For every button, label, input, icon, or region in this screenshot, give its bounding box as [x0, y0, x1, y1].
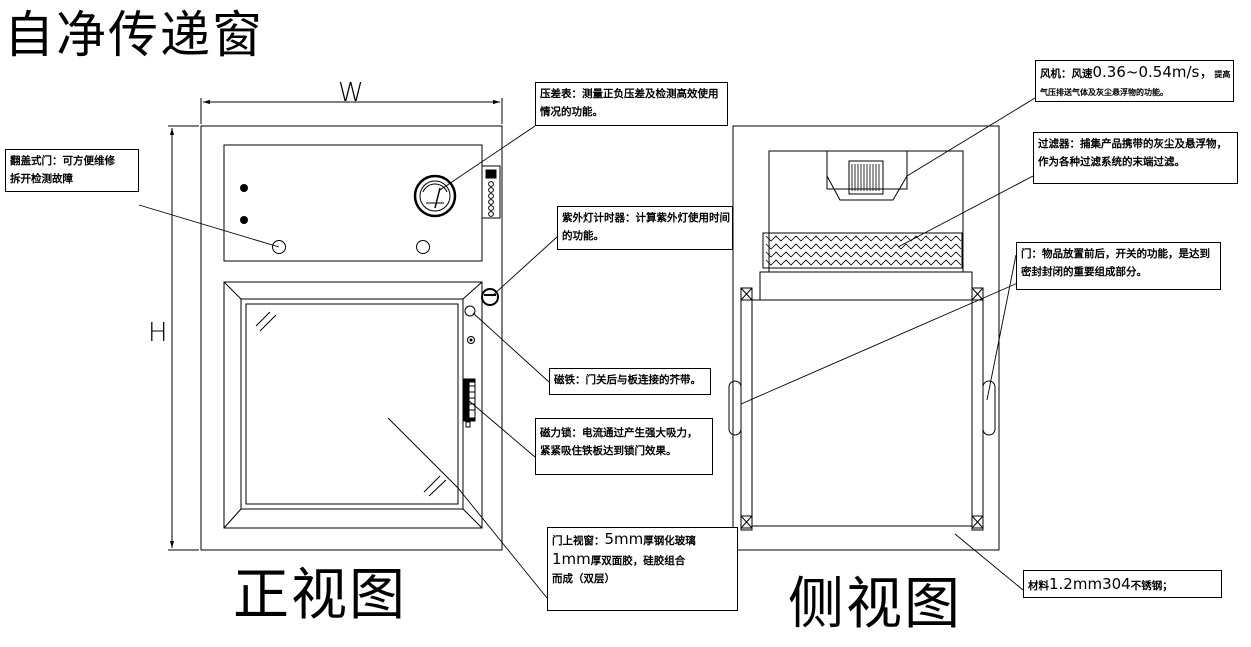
note-pressure-gauge: 压差表：测量正负压差及检测高效使用 情况的功能。 [535, 82, 728, 126]
drawing-title: 自净传递窗 [4, 6, 264, 64]
side-left-door [728, 287, 753, 531]
note-fan-line1-prefix: 风机：风速 [1040, 68, 1093, 80]
uv-timer-knob [481, 288, 499, 306]
note-flip-door-line2: 拆开检测故障 [10, 173, 73, 185]
note-magnetic-lock: 磁力锁：电流通过产生强大吸力， 紧紧吸住铁板达到锁门效果。 [535, 418, 713, 475]
note-material-big: 1.2mm304 [1049, 575, 1131, 593]
note-material-prefix: 材料 [1028, 580, 1049, 592]
note-flip-door-line1: 翻盖式门：可方便维修 [10, 155, 115, 167]
note-window-line1-suffix: 厚钢化玻璃 [643, 535, 696, 547]
front-door [223, 281, 483, 529]
note-door-line1: 门：物品放置前后，开关的功能，是达到 [1021, 248, 1210, 260]
note-fan-line1-tiny: 提高 [1214, 70, 1231, 79]
note-mag-lock-line2: 紧紧吸住铁板达到锁门效果。 [540, 445, 677, 457]
note-door: 门：物品放置前后，开关的功能，是达到 密封封闭的重要组成部分。 [1016, 242, 1221, 290]
note-flip-door: 翻盖式门：可方便维修 拆开检测故障 [5, 149, 139, 192]
magnetic-lock [462, 378, 476, 428]
note-uv-timer-line1: 紫外灯计时器：计算紫外灯使用时间 [562, 212, 730, 224]
front-view-title: 正视图 [233, 563, 407, 628]
note-mag-lock-line1: 磁力锁：电流通过产生强大吸力， [540, 427, 698, 439]
note-view-window: 门上视窗：5mm厚钢化玻璃 1mm厚双面胶，硅胶组合 而成（双层） [547, 527, 738, 611]
note-gauge-line1: 压差表：测量正负压差及检测高效使用 [540, 88, 719, 100]
note-filter: 过滤器：捕集产品携带的灰尘及悬浮物， 作为各种过滤系统的末端过滤。 [1033, 132, 1238, 184]
note-magnet: 磁铁：门关后与板连接的芥带。 [549, 368, 711, 395]
note-window-line2-big: 1mm [552, 550, 591, 568]
note-gauge-line2: 情况的功能。 [540, 106, 603, 118]
note-window-line2: 1mm厚双面胶，硅胶组合 [552, 550, 733, 570]
side-view-drawing [728, 125, 1000, 551]
note-window-line1-prefix: 门上视窗： [552, 535, 605, 547]
front-view-drawing [168, 98, 503, 551]
uv-timer-panel [481, 165, 501, 219]
magnet-icon [464, 305, 476, 317]
note-fan-line2: 气压排送气体及灰尘悬浮物的功能。 [1040, 88, 1168, 97]
note-window-line1-big: 5mm [604, 530, 644, 548]
leader-lines [138, 97, 1036, 599]
note-material: 材料1.2mm304不锈钢； [1023, 570, 1222, 598]
fan-unit [826, 150, 908, 201]
note-fan-line1: 风机：风速0.36~0.54m/s，提高 [1040, 63, 1231, 84]
note-material-suffix: 不锈钢； [1130, 580, 1173, 592]
pressure-gauge [413, 174, 457, 218]
note-uv-timer-line2: 的功能。 [562, 230, 604, 242]
indicator-icon [467, 336, 475, 344]
note-window-line1: 门上视窗：5mm厚钢化玻璃 [552, 530, 733, 550]
note-filter-line1: 过滤器：捕集产品携带的灰尘及悬浮物， [1038, 138, 1227, 150]
side-right-door [971, 287, 996, 531]
note-fan: 风机：风速0.36~0.54m/s，提高 气压排送气体及灰尘悬浮物的功能。 [1035, 60, 1234, 102]
note-filter-line2: 作为各种过滤系统的末端过滤。 [1038, 156, 1185, 168]
hepa-filter [762, 232, 963, 269]
note-magnet-line1: 磁铁：门关后与板连接的芥带。 [554, 374, 701, 386]
height-dimension-label: H [148, 318, 168, 348]
note-door-line2: 密封封闭的重要组成部分。 [1021, 266, 1147, 278]
note-material-line: 材料1.2mm304不锈钢； [1028, 573, 1217, 597]
note-uv-timer: 紫外灯计时器：计算紫外灯使用时间 的功能。 [557, 206, 733, 250]
note-window-line2-suffix: 厚双面胶，硅胶组合 [590, 555, 686, 567]
note-fan-line1-big: 0.36~0.54m/s， [1092, 63, 1215, 81]
note-window-line3: 而成（双层） [552, 573, 615, 585]
side-view-title: 侧视图 [788, 572, 962, 637]
